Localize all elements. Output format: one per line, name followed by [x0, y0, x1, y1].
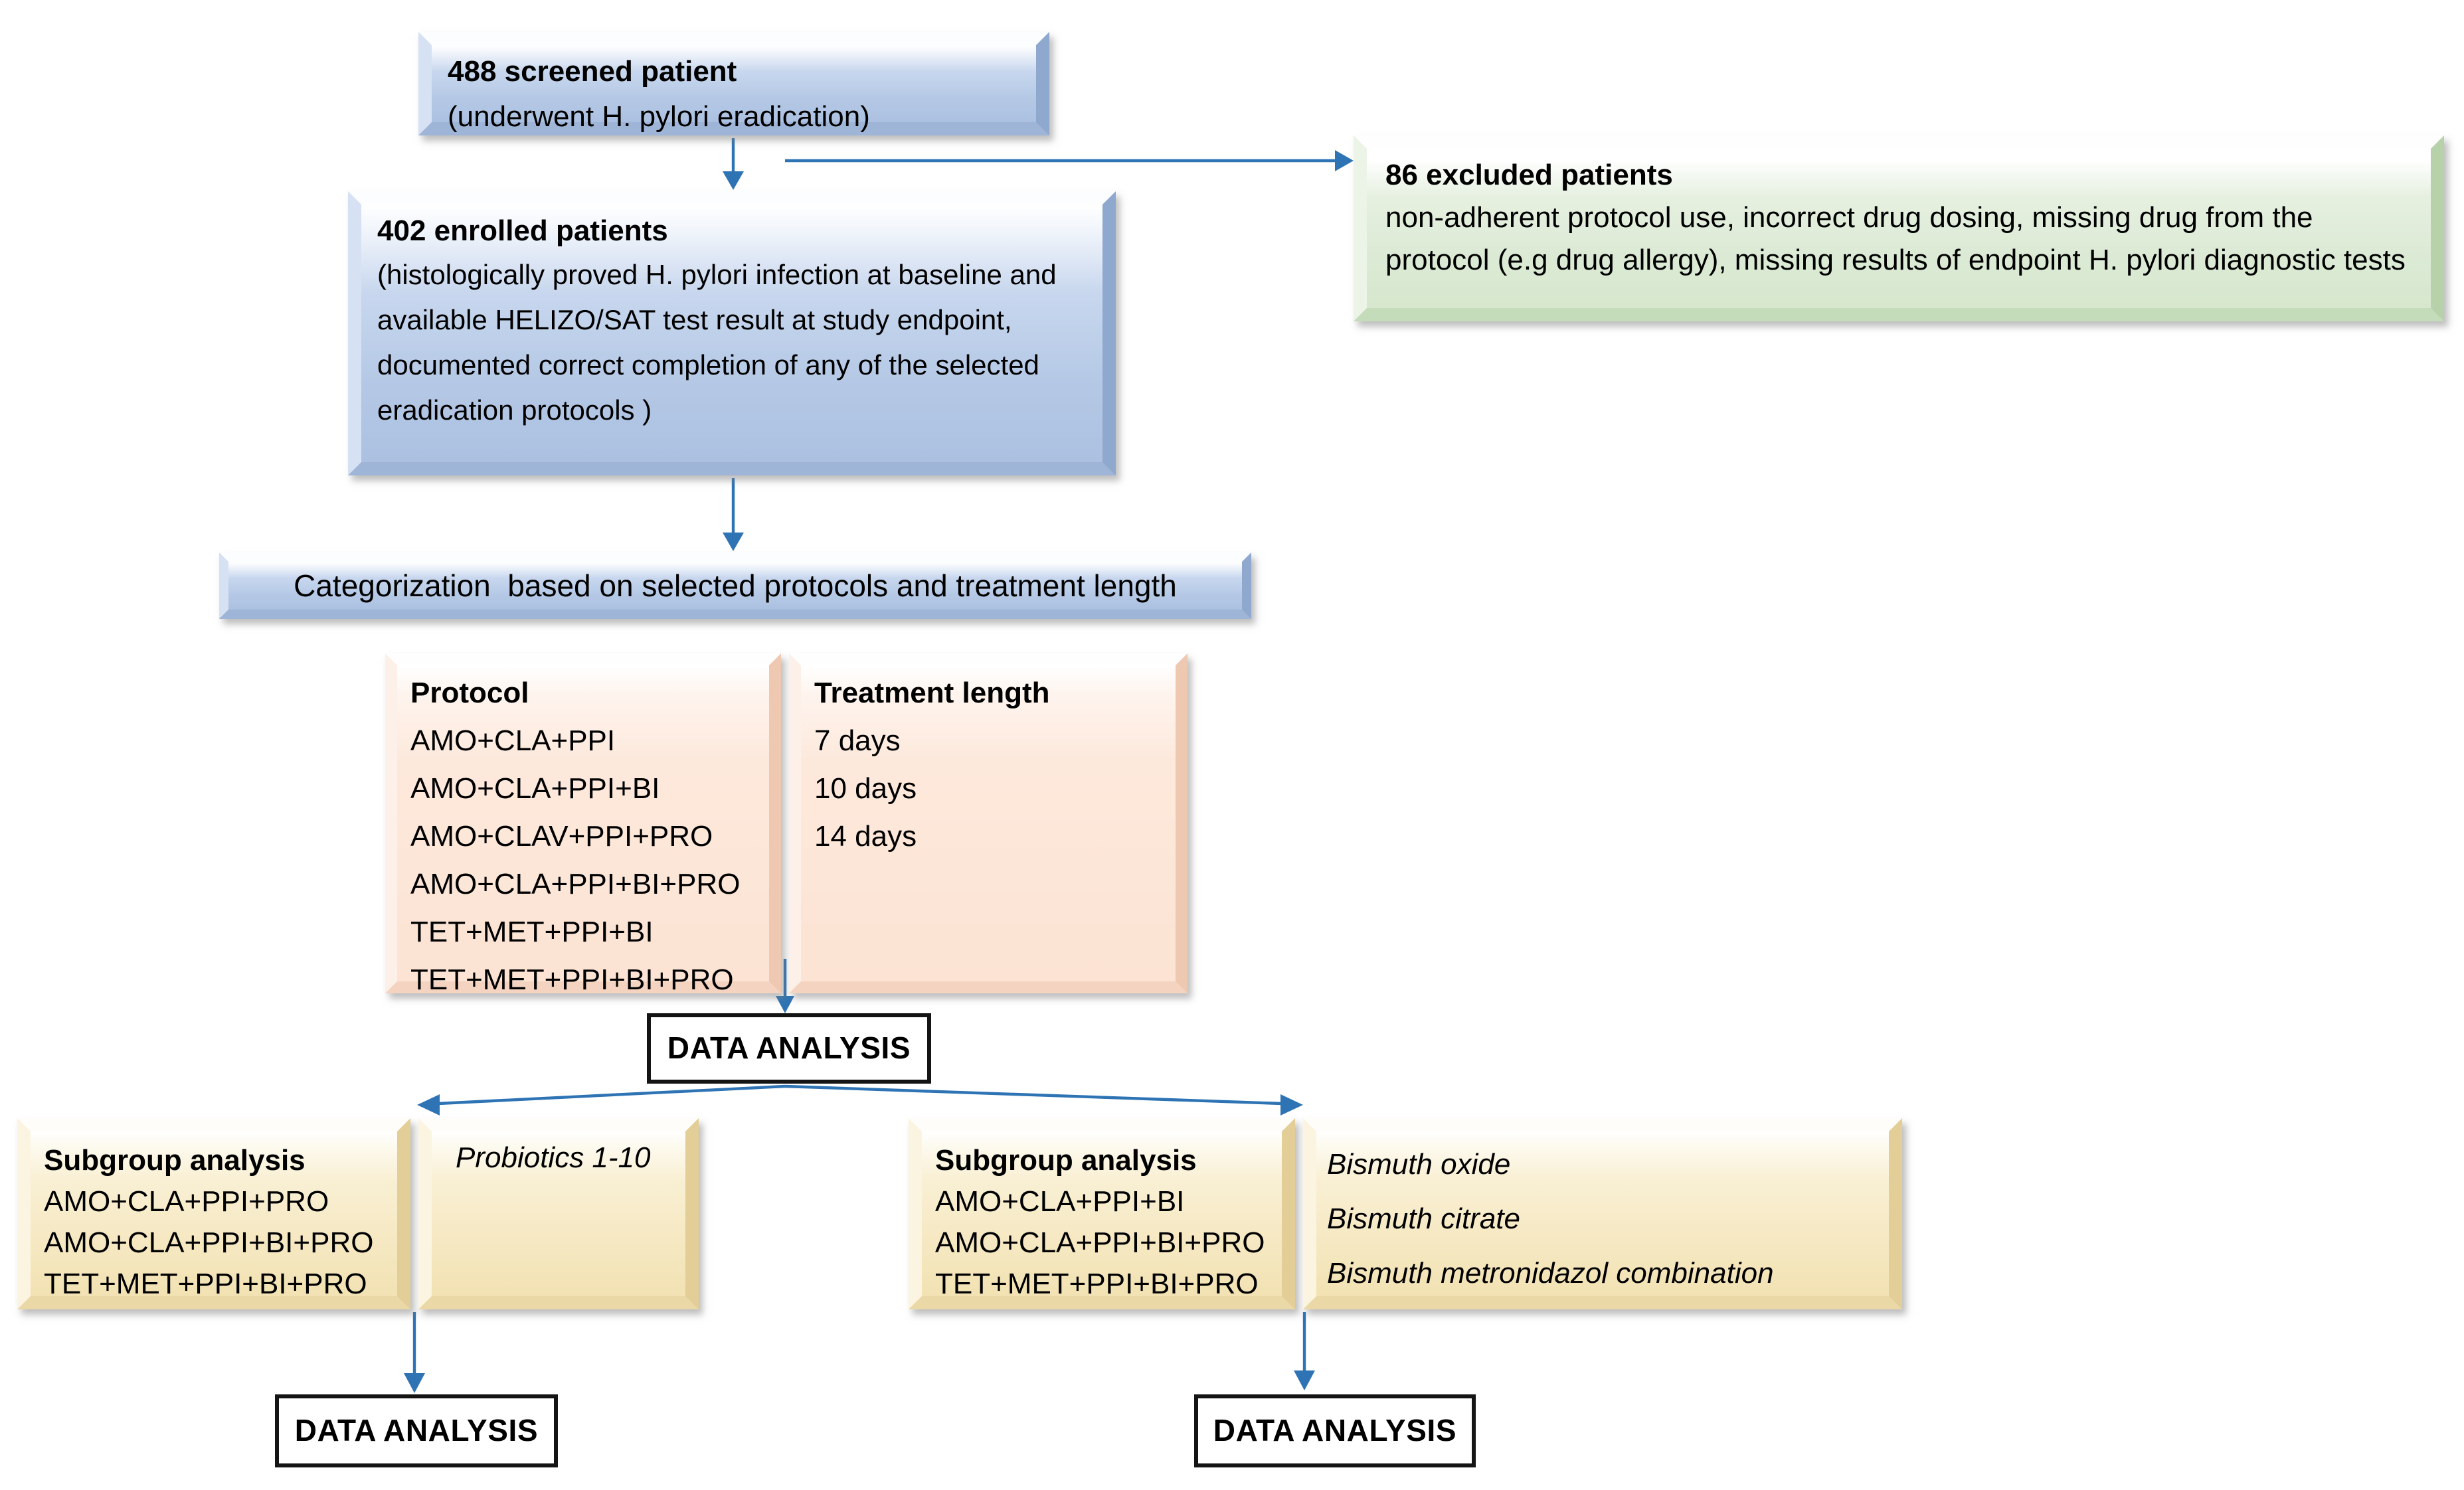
data-analysis-left-box: DATA ANALYSIS — [275, 1394, 558, 1467]
subgroup-right-item: AMO+CLA+PPI+BI — [935, 1185, 1185, 1218]
subgroup-left-title: Subgroup analysis — [44, 1143, 306, 1177]
protocol-item: AMO+CLA+PPI+BI — [410, 772, 660, 805]
subgroup-right-title: Subgroup analysis — [935, 1143, 1197, 1177]
bismuth-item: Bismuth citrate — [1327, 1202, 1520, 1235]
probiotics-panel: Probiotics 1-10 — [418, 1118, 699, 1309]
subgroup-left-item: TET+MET+PPI+BI+PRO — [44, 1267, 367, 1300]
bismuth-item: Bismuth oxide — [1327, 1147, 1511, 1181]
excluded-patients-body: non-adherent protocol use, incorrect dru… — [1385, 201, 2406, 276]
arrow-screened-to-excluded — [785, 150, 1354, 171]
treatment-length-panel: Treatment length 7 days 10 days 14 days — [789, 653, 1188, 993]
categorization-label: Categorization based on selected protoco… — [294, 568, 1177, 603]
data-analysis-right-label: DATA ANALYSIS — [1213, 1413, 1457, 1448]
arrow-screened-to-enrolled — [723, 138, 744, 190]
subgroup-right-panel: Subgroup analysis AMO+CLA+PPI+BI AMO+CLA… — [909, 1118, 1295, 1309]
arrow-right-subgroup-to-data-analysis — [1294, 1312, 1315, 1390]
screened-patients-box: 488 screened patient (underwent H. pylor… — [418, 32, 1049, 135]
enrolled-patients-box: 402 enrolled patients (histologically pr… — [348, 191, 1116, 475]
arrow-data-analysis-to-right-subgroup — [784, 1084, 1303, 1116]
data-analysis-center-box: DATA ANALYSIS — [647, 1013, 931, 1084]
enrolled-patients-body: (histologically proved H. pylori infecti… — [377, 260, 1057, 426]
screened-patients-subtitle: (underwent H. pylori eradication) — [448, 100, 870, 133]
probiotics-label: Probiotics 1-10 — [456, 1141, 651, 1174]
data-analysis-center-label: DATA ANALYSIS — [667, 1031, 911, 1065]
bismuth-item: Bismuth metronidazol combination — [1327, 1256, 1774, 1289]
protocol-item: AMO+CLA+PPI — [410, 724, 616, 757]
protocol-item: AMO+CLAV+PPI+PRO — [410, 819, 713, 853]
protocol-panel: Protocol AMO+CLA+PPI AMO+CLA+PPI+BI AMO+… — [385, 653, 781, 996]
arrow-left-subgroup-to-data-analysis — [404, 1312, 425, 1393]
protocol-item: TET+MET+PPI+BI — [410, 915, 654, 948]
treatment-length-item: 7 days — [814, 724, 901, 757]
treatment-length-item: 10 days — [814, 772, 917, 805]
data-analysis-right-box: DATA ANALYSIS — [1194, 1394, 1476, 1467]
subgroup-right-item: TET+MET+PPI+BI+PRO — [935, 1267, 1259, 1300]
subgroup-left-item: AMO+CLA+PPI+PRO — [44, 1185, 329, 1218]
protocol-title: Protocol — [410, 676, 529, 709]
arrow-enrolled-to-categorization — [723, 478, 744, 551]
subgroup-right-item: AMO+CLA+PPI+BI+PRO — [935, 1226, 1265, 1259]
excluded-patients-box: 86 excluded patients non-adherent protoc… — [1354, 135, 2444, 321]
protocol-item: TET+MET+PPI+BI+PRO — [410, 963, 734, 996]
protocol-item: AMO+CLA+PPI+BI+PRO — [410, 867, 741, 900]
subgroup-left-panel: Subgroup analysis AMO+CLA+PPI+PRO AMO+CL… — [17, 1118, 410, 1309]
subgroup-left-item: AMO+CLA+PPI+BI+PRO — [44, 1226, 374, 1259]
enrolled-patients-title: 402 enrolled patients — [377, 214, 668, 247]
treatment-length-title: Treatment length — [814, 676, 1050, 709]
data-analysis-left-label: DATA ANALYSIS — [294, 1413, 539, 1448]
screened-patients-title: 488 screened patient — [448, 54, 737, 88]
treatment-length-item: 14 days — [814, 819, 917, 853]
categorization-bar: Categorization based on selected protoco… — [219, 552, 1251, 619]
bismuth-panel: Bismuth oxide Bismuth citrate Bismuth me… — [1303, 1118, 1902, 1309]
arrow-data-analysis-to-left-subgroup — [417, 1084, 786, 1116]
excluded-patients-title: 86 excluded patients — [1385, 158, 1673, 191]
